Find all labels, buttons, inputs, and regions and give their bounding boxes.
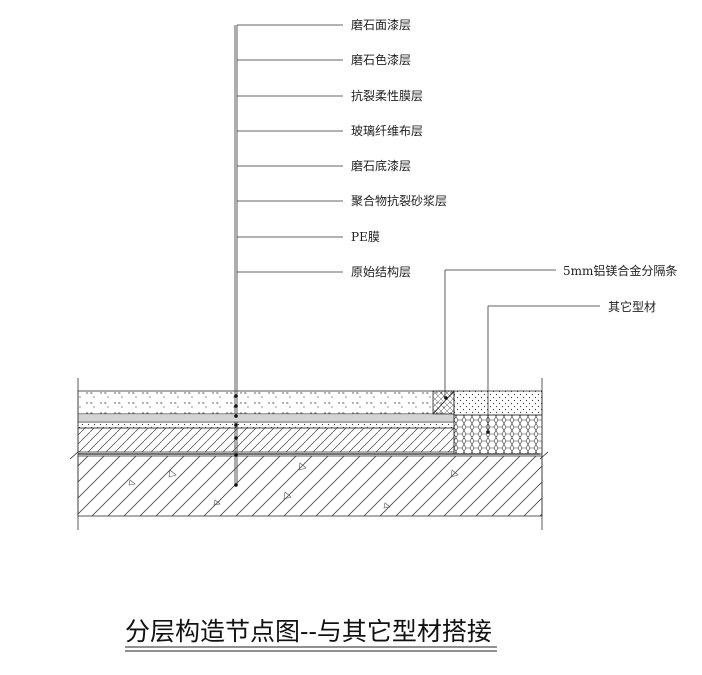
drawing-title: 分层构造节点图--与其它型材搭接 (125, 617, 492, 646)
mortar-layer (77, 421, 455, 429)
other-material-bed (453, 414, 543, 455)
terrazzo-top-layer (77, 390, 455, 415)
layer-label-8: 原始结构层 (351, 264, 411, 279)
structure-slab (77, 455, 543, 517)
side-label-other: 其它型材 (608, 299, 656, 314)
layer-label-7: PE膜 (351, 230, 380, 244)
side-leaders (444, 269, 600, 432)
title-underline (125, 646, 497, 652)
side-labels: 5mm铝镁合金分隔条 其它型材 (563, 263, 677, 314)
layer-label-3: 抗裂柔性膜层 (351, 88, 423, 103)
screed-layer (77, 427, 455, 453)
layer-label-1: 磨石面漆层 (351, 18, 411, 32)
layer-label-4: 玻璃纤维布层 (351, 124, 423, 138)
layer-label-5: 磨石底漆层 (351, 158, 411, 173)
other-material-top (453, 390, 543, 416)
layer-label-6: 聚合物抗裂砂浆层 (351, 193, 447, 208)
floor-section (69, 378, 549, 530)
layer-label-2: 磨石色漆层 (351, 53, 411, 67)
side-label-divider: 5mm铝镁合金分隔条 (563, 263, 677, 278)
layer-labels: 磨石面漆层 磨石色漆层 抗裂柔性膜层 玻璃纤维布层 磨石底漆层 聚合物抗裂砂浆层… (351, 18, 447, 279)
